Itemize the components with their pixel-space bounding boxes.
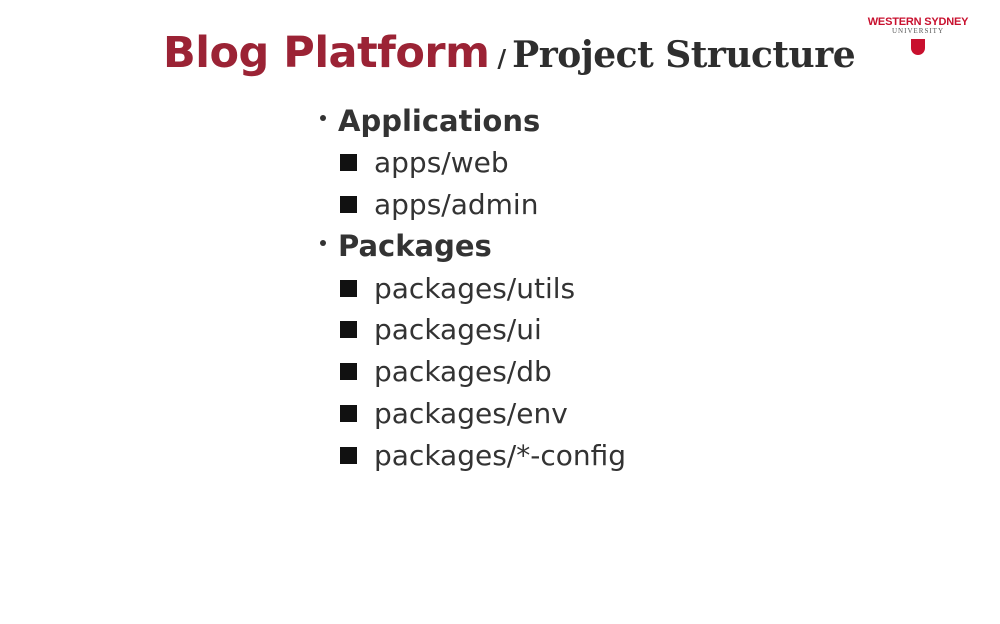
list-item: packages/utils	[318, 267, 626, 309]
bullet-dot-icon	[320, 240, 326, 247]
square-bullet-icon	[340, 363, 357, 381]
square-bullet-icon	[340, 446, 357, 464]
university-logo: WESTERN SYDNEY UNIVERSITY	[856, 16, 980, 55]
item-label: packages/db	[374, 355, 552, 389]
square-bullet-icon	[340, 279, 357, 297]
logo-line1: WESTERN SYDNEY	[867, 16, 969, 28]
item-label: packages/utils	[374, 271, 576, 305]
list-item: apps/admin	[318, 184, 626, 226]
bullet-dot-icon	[320, 114, 326, 121]
square-bullet-icon	[340, 154, 357, 172]
title-main: Blog Platform	[163, 28, 490, 78]
list-item: apps/web	[318, 142, 626, 184]
item-label: packages/env	[374, 396, 568, 430]
title-sub: Project Structure	[512, 34, 856, 76]
section-packages: Packages	[318, 225, 626, 267]
item-label: packages/*-config	[374, 438, 627, 472]
bullet-list: Applications apps/web apps/admin Package…	[318, 100, 626, 476]
item-label: apps/web	[374, 146, 509, 180]
logo-line2: UNIVERSITY	[892, 27, 944, 35]
list-item: packages/db	[318, 351, 626, 393]
item-label: apps/admin	[374, 187, 539, 221]
square-bullet-icon	[340, 195, 357, 213]
section-applications: Applications	[318, 100, 626, 142]
section-label: Packages	[338, 229, 492, 264]
item-label: packages/ui	[374, 313, 542, 347]
square-bullet-icon	[340, 404, 357, 422]
list-item: packages/env	[318, 393, 626, 435]
title-separator: /	[497, 44, 507, 73]
slide-title: Blog Platform/Project Structure	[163, 28, 856, 78]
square-bullet-icon	[340, 321, 357, 339]
list-item: packages/ui	[318, 309, 626, 351]
shield-icon	[911, 39, 925, 55]
list-item: packages/*-config	[318, 434, 626, 476]
section-label: Applications	[338, 103, 541, 138]
